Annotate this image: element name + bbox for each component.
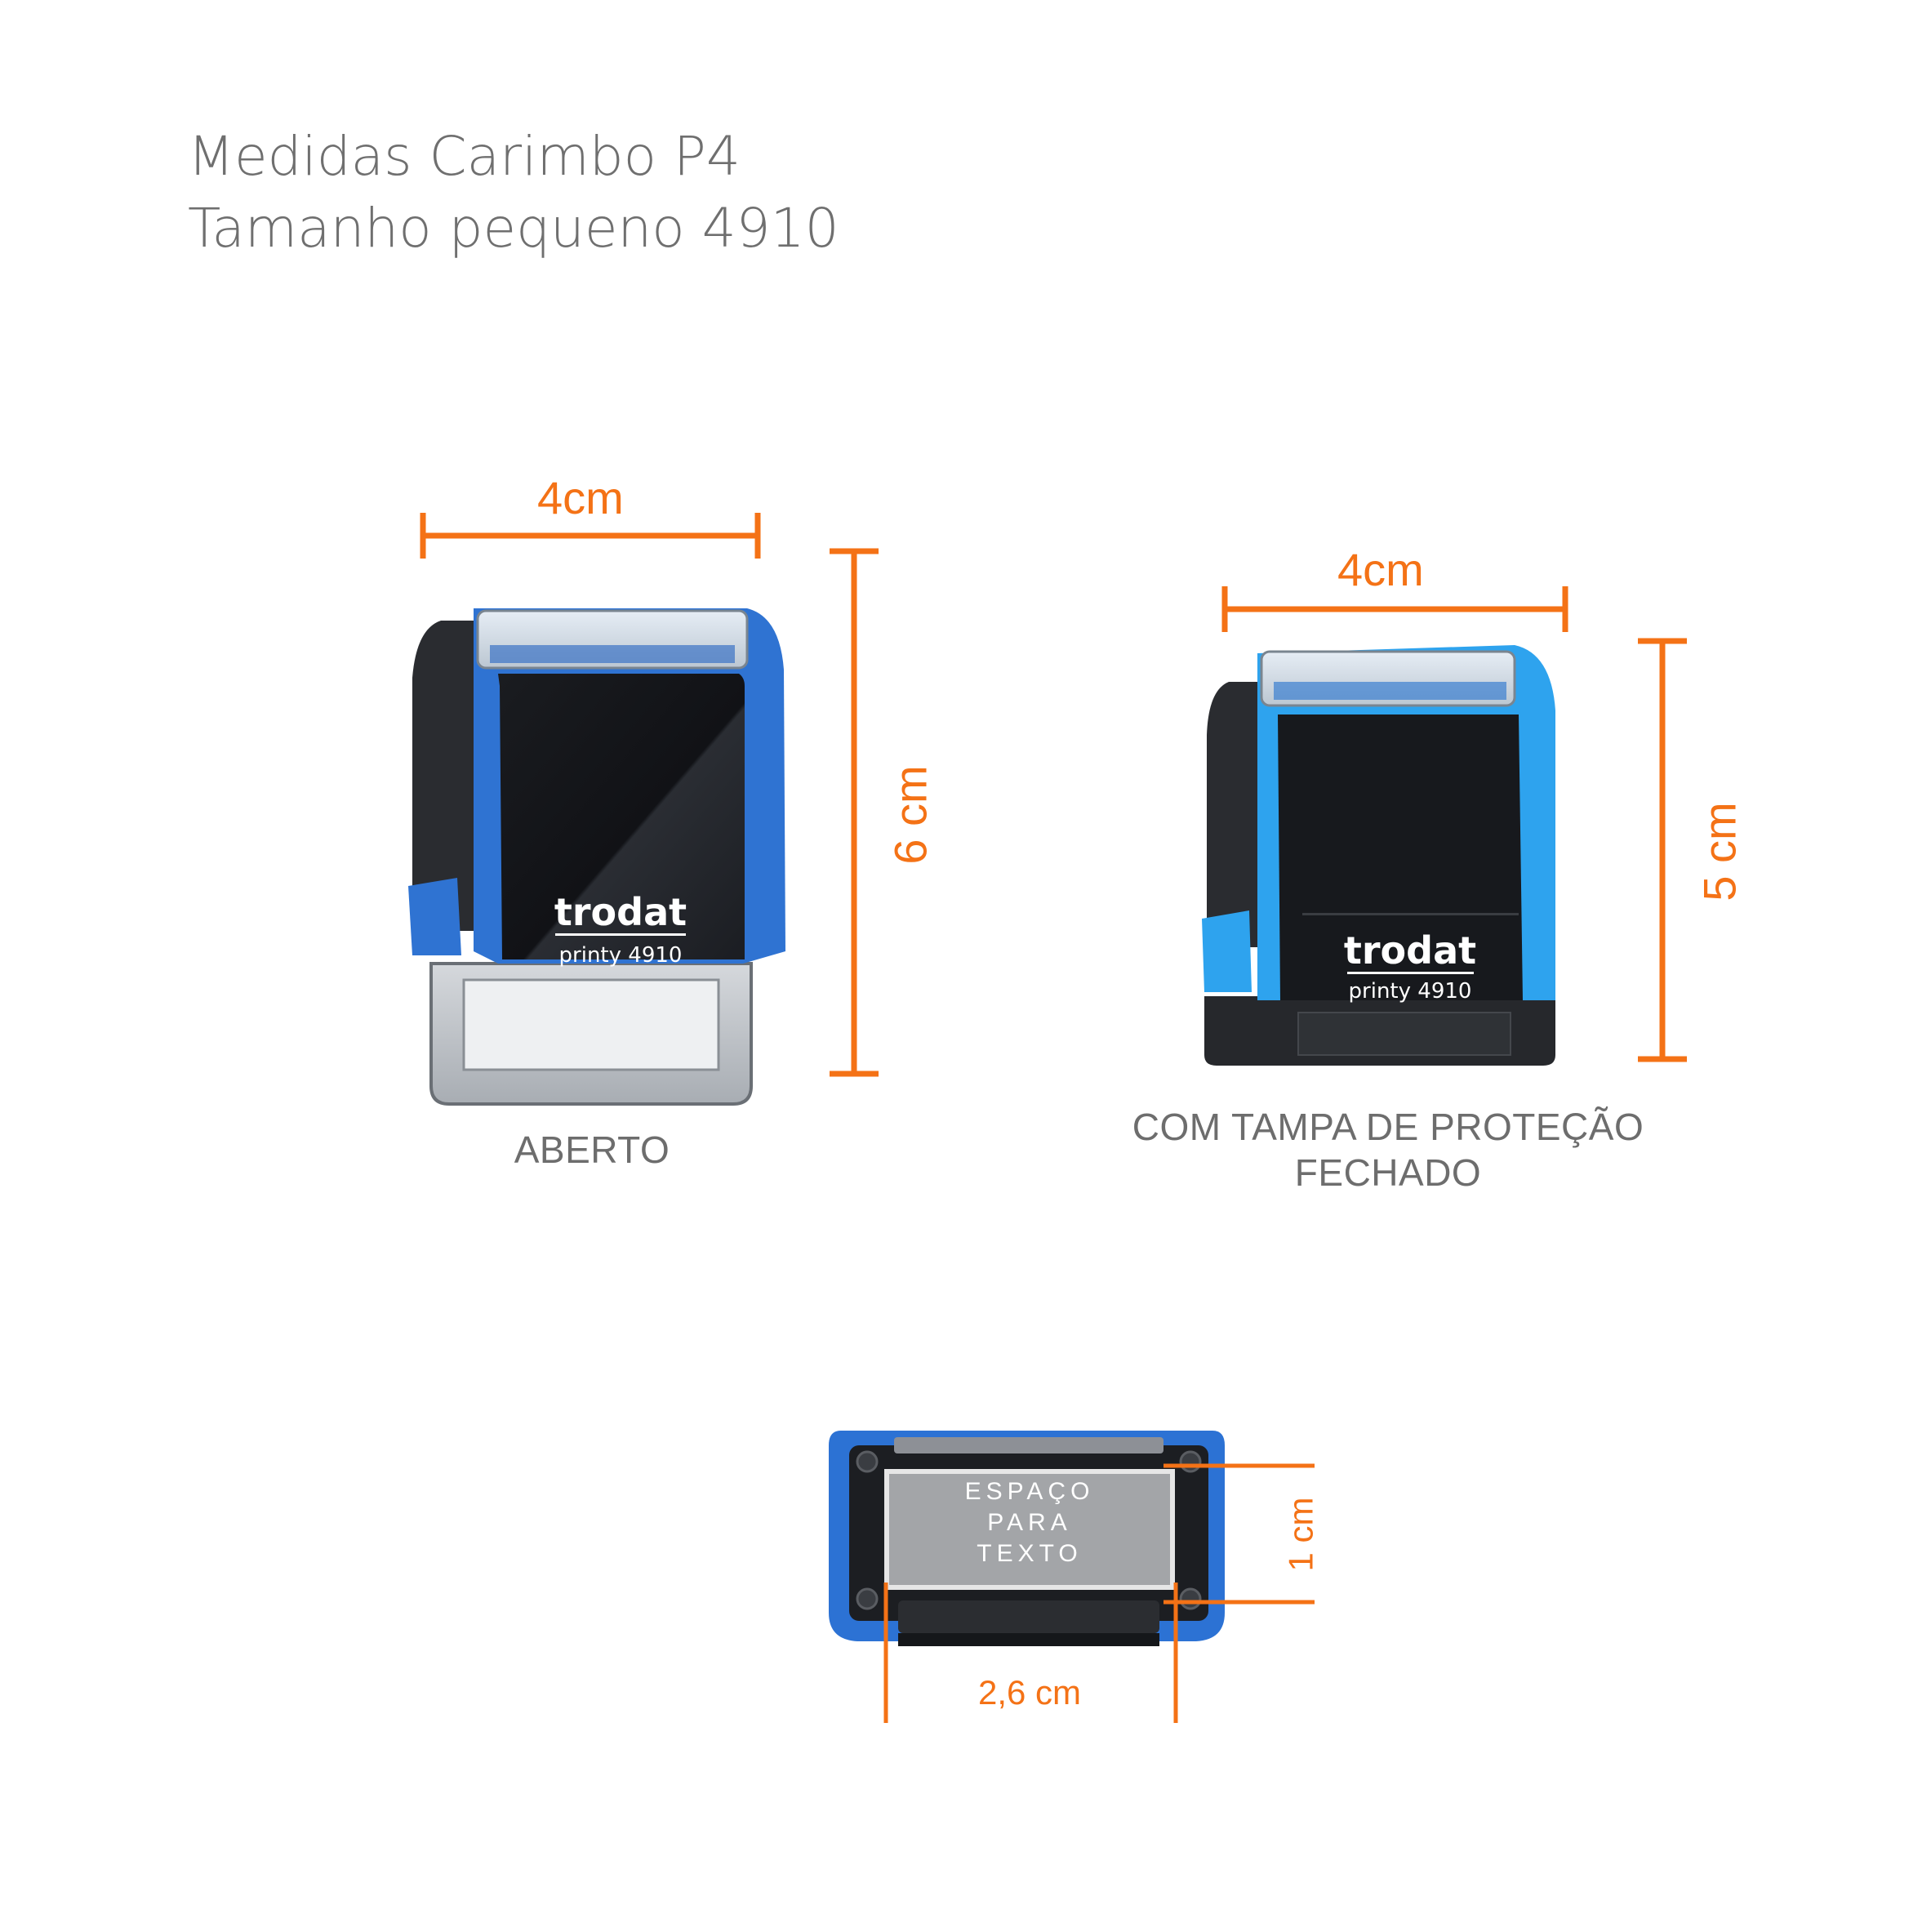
text-area-label: ESPAÇO PARA TEXTO — [890, 1476, 1169, 1569]
text-area-plate — [884, 1469, 1175, 1590]
closed-stamp-height-dimension — [1638, 638, 1687, 1062]
closed-stamp-dark-face — [1278, 714, 1523, 1000]
open-stamp-caption-text: ABERTO — [514, 1128, 670, 1171]
open-stamp-illustration: trodat printy 4910 — [408, 608, 785, 1106]
open-stamp-width-label: 4cm — [537, 472, 624, 523]
closed-stamp-caption-line-2: FECHADO — [1294, 1151, 1482, 1194]
closed-stamp-width-label: 4cm — [1337, 544, 1424, 595]
text-area-line-2: PARA — [987, 1509, 1072, 1536]
closed-stamp-caption-line-1: COM TAMPA DE PROTEÇÃO — [1132, 1106, 1644, 1148]
closed-stamp-left-grip — [1207, 682, 1274, 947]
text-area-line-3: TEXTO — [977, 1540, 1083, 1567]
bottom-view-height-label: 1 cm — [1281, 1497, 1320, 1572]
open-stamp-dark-face — [498, 674, 745, 959]
open-stamp-caption: ABERTO — [457, 1127, 727, 1173]
open-stamp-height-dimension — [830, 548, 879, 1077]
closed-stamp-brand: trodat — [1344, 928, 1476, 973]
title-line-1: Medidas Carimbo P4 — [188, 125, 741, 188]
closed-stamp-width-dimension — [1221, 586, 1568, 632]
open-stamp-brand: trodat — [554, 890, 687, 934]
closed-stamp-height-label: 5 cm — [1693, 802, 1746, 901]
open-stamp-left-grip — [412, 621, 490, 931]
page-title: Medidas Carimbo P4 Tamanho pequeno 4910 — [188, 121, 839, 265]
closed-stamp-illustration: trodat printy 4910 — [1202, 645, 1555, 1066]
closed-stamp-model: printy 4910 — [1349, 979, 1472, 1004]
open-stamp-width-dimension — [420, 513, 761, 559]
open-stamp-model: printy 4910 — [559, 943, 683, 968]
open-stamp-height-label: 6 cm — [884, 765, 937, 865]
bottom-view-width-dimension — [883, 1583, 1178, 1723]
closed-stamp-caption: COM TAMPA DE PROTEÇÃO FECHADO — [1086, 1104, 1690, 1195]
title-line-2: Tamanho pequeno 4910 — [188, 197, 839, 260]
open-stamp-base-window — [462, 978, 720, 1071]
text-area-line-1: ESPAÇO — [964, 1478, 1095, 1505]
closed-stamp-side-arm — [1202, 910, 1252, 992]
open-stamp-side-arm — [408, 878, 461, 955]
bottom-view-width-label: 2,6 cm — [978, 1673, 1082, 1712]
bottom-view-height-dimension — [1163, 1463, 1315, 1605]
bottom-view-illustration — [829, 1431, 1225, 1646]
